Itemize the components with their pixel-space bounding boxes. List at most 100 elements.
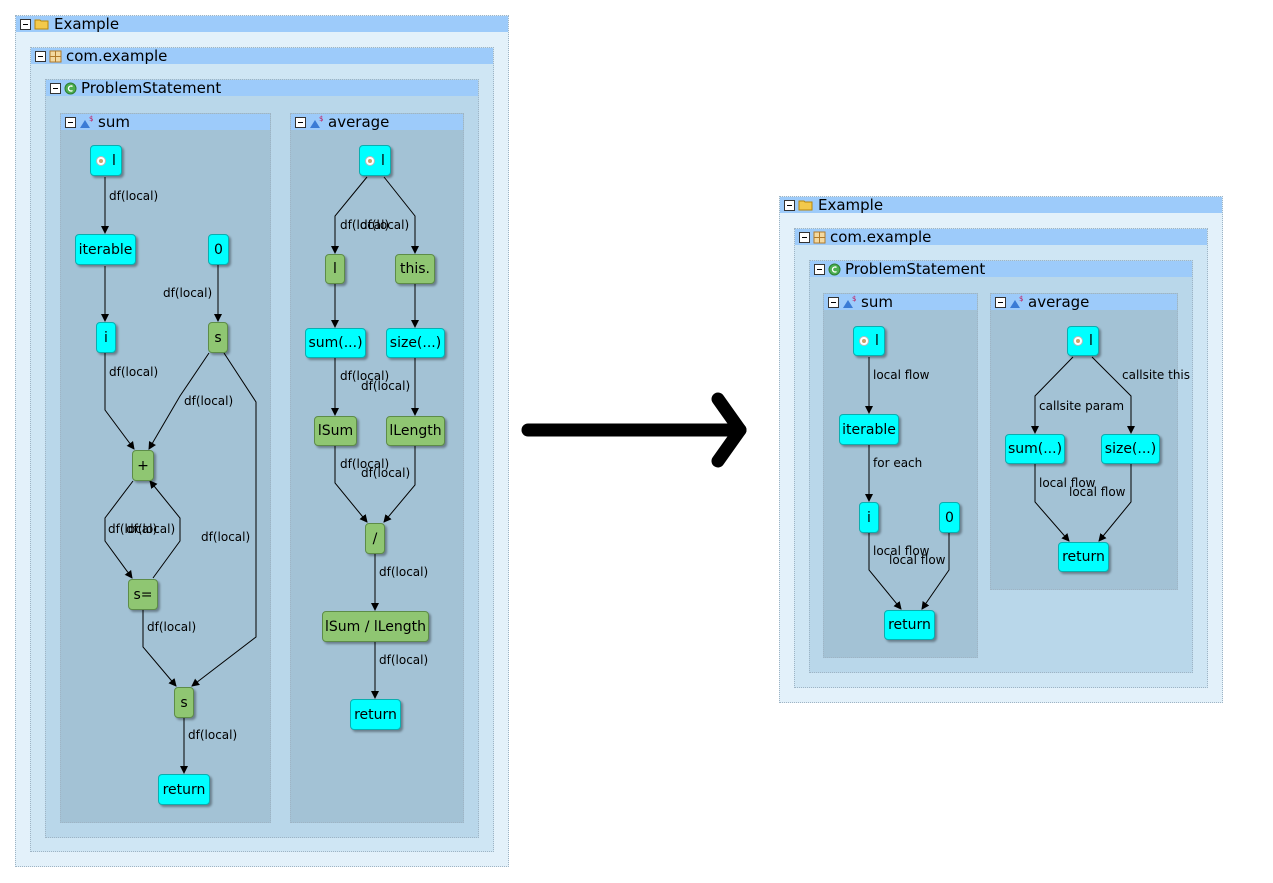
collapse-icon[interactable]: [814, 263, 825, 275]
node-label: /: [372, 530, 378, 547]
edge-label: local flow: [873, 544, 930, 558]
edge-label: df(local): [108, 522, 158, 536]
collapse-icon[interactable]: [995, 296, 1006, 308]
node-l[interactable]: l: [853, 326, 885, 356]
node-return[interactable]: return: [884, 610, 935, 640]
node-i[interactable]: i: [96, 322, 116, 353]
node-llength[interactable]: lLength: [386, 416, 445, 446]
edge: [921, 533, 950, 610]
edge-label: local flow: [873, 368, 930, 382]
transform-arrow: [521, 392, 747, 468]
right-project-header: Example: [780, 197, 1222, 213]
node-label: +: [137, 457, 149, 474]
edge-label: df(local): [109, 189, 159, 203]
parameter-icon: [365, 155, 376, 166]
svg-text:$: $: [852, 295, 856, 303]
svg-text:$: $: [89, 115, 93, 123]
edge-label: local flow: [889, 553, 946, 567]
folder-icon: [34, 19, 49, 30]
node-label: return: [888, 617, 931, 633]
node-label: lSum / lLength: [324, 618, 427, 635]
edge-label: callsite this: [1122, 368, 1191, 382]
node-label: l: [112, 152, 116, 169]
node-iterable[interactable]: iterable: [75, 234, 136, 265]
class-icon: [64, 82, 77, 94]
collapse-icon[interactable]: [65, 116, 76, 128]
collapse-icon[interactable]: [828, 296, 839, 308]
project-title: Example: [54, 15, 120, 33]
edge: [104, 480, 134, 579]
edge: [868, 533, 902, 610]
edge: [148, 352, 210, 450]
node-size-call[interactable]: size(...): [1101, 434, 1160, 464]
node-s[interactable]: s: [174, 687, 194, 718]
node-sum-call[interactable]: sum(...): [1005, 434, 1065, 464]
static-method-icon: $: [310, 115, 323, 128]
node-return[interactable]: return: [1058, 542, 1109, 572]
edge-label: df(local): [379, 653, 429, 667]
edge-label: df(local): [340, 369, 390, 383]
node-label: l: [381, 152, 385, 169]
collapse-icon[interactable]: [295, 116, 306, 128]
node-l[interactable]: l: [90, 145, 122, 176]
node-label: s=: [133, 586, 153, 603]
right-package-header: com.example: [795, 229, 1207, 245]
collapse-icon[interactable]: [35, 50, 46, 62]
node-label: l: [875, 333, 879, 349]
left-sum-method-group: $ sum: [60, 113, 271, 823]
edge-label: df(local): [184, 394, 234, 408]
collapse-icon[interactable]: [784, 199, 795, 211]
node-label: iterable: [842, 421, 896, 438]
node-size-call[interactable]: size(...): [386, 328, 445, 358]
method-title: average: [1028, 293, 1090, 311]
node-zero[interactable]: 0: [939, 502, 960, 533]
edge: [1091, 356, 1135, 434]
node-label: return: [162, 781, 206, 798]
node-label: lSum: [317, 423, 354, 439]
node-this[interactable]: this.: [395, 254, 435, 284]
edge-label: df(local): [163, 286, 213, 300]
node-plus[interactable]: +: [132, 450, 154, 481]
node-label: i: [104, 329, 108, 346]
folder-icon: [798, 200, 813, 211]
method-title: average: [328, 113, 390, 131]
node-iterable[interactable]: iterable: [839, 414, 899, 445]
edge-label: df(local): [126, 522, 176, 536]
class-title: ProblemStatement: [845, 260, 986, 278]
left-average-header: $ average: [291, 114, 463, 130]
node-zero[interactable]: 0: [208, 234, 229, 265]
node-label: iterable: [78, 241, 133, 258]
node-label: return: [354, 706, 397, 723]
node-s-assign[interactable]: s=: [128, 579, 158, 610]
edge-label: df(local): [360, 218, 410, 232]
node-l[interactable]: l: [325, 254, 345, 284]
node-return[interactable]: return: [350, 699, 401, 730]
left-project-header: Example: [16, 16, 508, 32]
edge-label: df(local): [147, 620, 197, 634]
node-lsum[interactable]: lSum: [314, 416, 357, 446]
node-i[interactable]: i: [859, 502, 879, 533]
node-divide[interactable]: /: [365, 523, 385, 554]
edge-label: local flow: [1039, 476, 1096, 490]
node-l[interactable]: l: [1067, 326, 1099, 356]
node-label: return: [1062, 549, 1105, 565]
svg-text:$: $: [1019, 295, 1023, 303]
node-return[interactable]: return: [158, 774, 210, 805]
node-label: s: [180, 694, 188, 711]
collapse-icon[interactable]: [20, 18, 31, 30]
node-s[interactable]: s: [208, 322, 228, 353]
edge-label: df(local): [379, 565, 429, 579]
node-l[interactable]: l: [359, 145, 391, 176]
static-method-icon: $: [1010, 295, 1023, 308]
package-icon: [49, 50, 62, 62]
class-title: ProblemStatement: [81, 79, 222, 97]
collapse-icon[interactable]: [50, 82, 61, 94]
left-sum-header: $ sum: [61, 114, 270, 130]
node-sum-call[interactable]: sum(...): [305, 328, 366, 358]
edge: [1031, 356, 1074, 434]
edge-label: callsite param: [1039, 399, 1125, 413]
node-expression[interactable]: lSum / lLength: [322, 611, 429, 642]
collapse-icon[interactable]: [799, 231, 810, 243]
right-sum-header: $ sum: [824, 294, 977, 310]
